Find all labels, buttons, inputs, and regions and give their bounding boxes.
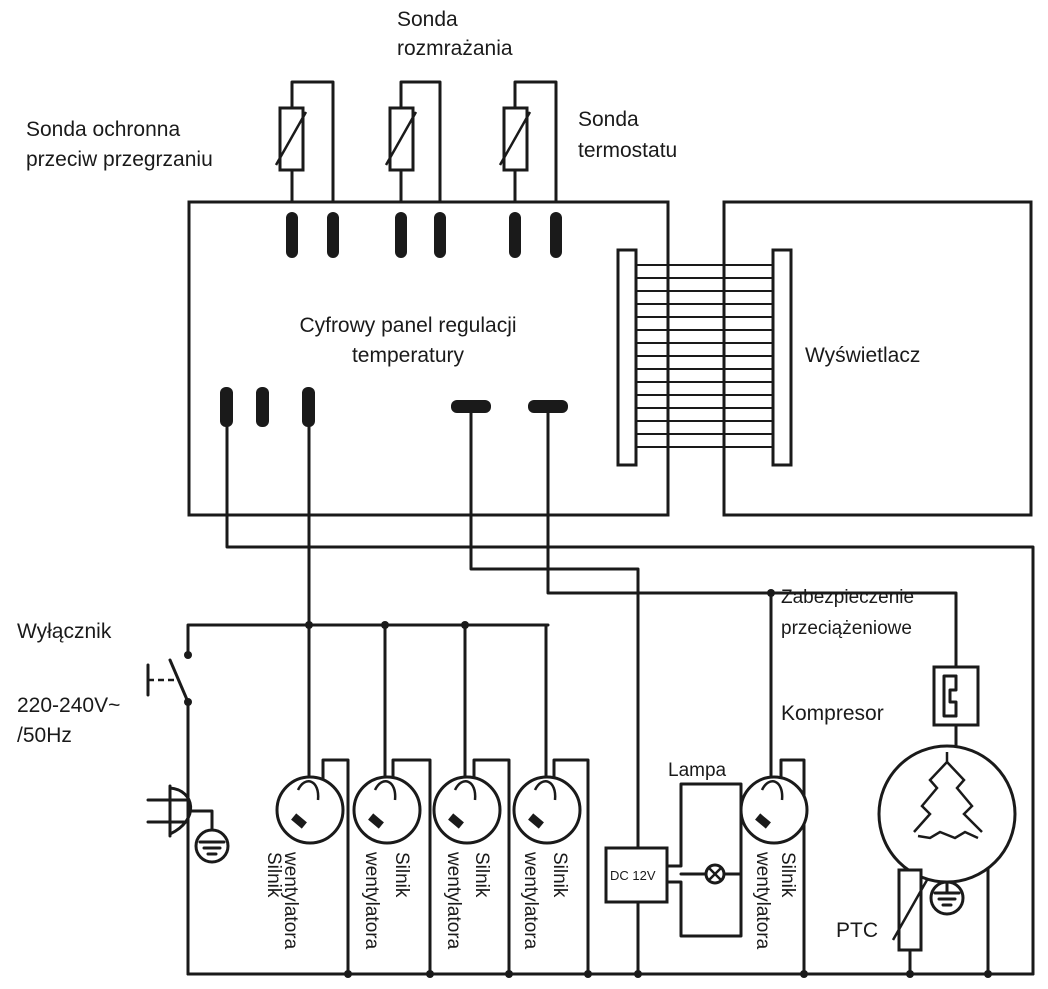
compressor [877,744,1017,884]
fan-label-4a: Silnik [549,852,570,898]
dc-supply-box [604,846,669,904]
label-overheat-probe-1: Sonda ochronna [26,118,180,141]
fan-motor-1 [275,775,345,845]
label-thermostat-probe-1: Sonda [578,108,639,131]
label-switch: Wyłącznik [17,620,112,643]
label-overload-1: Zabezpieczenie [781,587,914,608]
label-compressor: Kompresor [781,702,884,725]
label-thermostat-probe-2: termostatu [578,139,677,162]
fan-label-2a: Silnik [391,852,412,898]
fan-motor-5 [739,775,809,845]
fan-label-2b: wentylatora [361,851,382,950]
fan-label-5a: Silnik [777,852,798,898]
wiring [168,411,1035,976]
label-panel-1: Cyfrowy panel regulacji [299,314,516,337]
overload-protector [932,665,980,727]
main-switch [146,651,192,706]
label-display: Wyświetlacz [805,344,920,367]
overheat-probe [274,80,335,230]
ground-symbol-compressor [929,880,965,916]
lamp [665,782,743,938]
junction-dots [305,589,992,978]
panel-probe-terminals [286,212,562,258]
label-lamp: Lampa [668,760,727,781]
label-voltage-2: /50Hz [17,724,72,747]
label-voltage-1: 220-240V~ [17,694,120,717]
label-dc: DC 12V [610,868,656,883]
fan-label-1b: wentylatora [280,851,301,950]
fan-label-5b: wentylatora [752,851,773,950]
control-panel-box [187,200,670,517]
fan-labels: Silnik wentylatora Silnik wentylatora Si… [263,851,798,950]
ground-symbol-left [194,828,230,864]
fan-label-1a: Silnik [263,852,284,898]
thermostat-probe [498,80,558,230]
fan-label-3a: Silnik [471,852,492,898]
defrost-probe [384,80,442,230]
label-overload-2: przeciążeniowe [781,618,912,639]
panel-output-terminals [220,387,568,427]
display-ribbon-cable [616,248,793,467]
fan-label-3b: wentylatora [443,851,464,950]
label-panel-2: temperatury [352,344,465,367]
label-defrost-probe-1: Sonda [397,8,458,31]
fan-motor-2 [352,775,422,845]
ptc-thermistor [891,868,929,952]
fan-label-4b: wentylatora [520,851,541,950]
fan-motor-4 [512,775,582,845]
power-plug [146,784,214,842]
label-ptc: PTC [836,919,878,942]
label-defrost-probe-2: rozmrażania [397,37,513,60]
label-overheat-probe-2: przeciw przegrzaniu [26,148,213,171]
fan-motor-3 [432,775,502,845]
